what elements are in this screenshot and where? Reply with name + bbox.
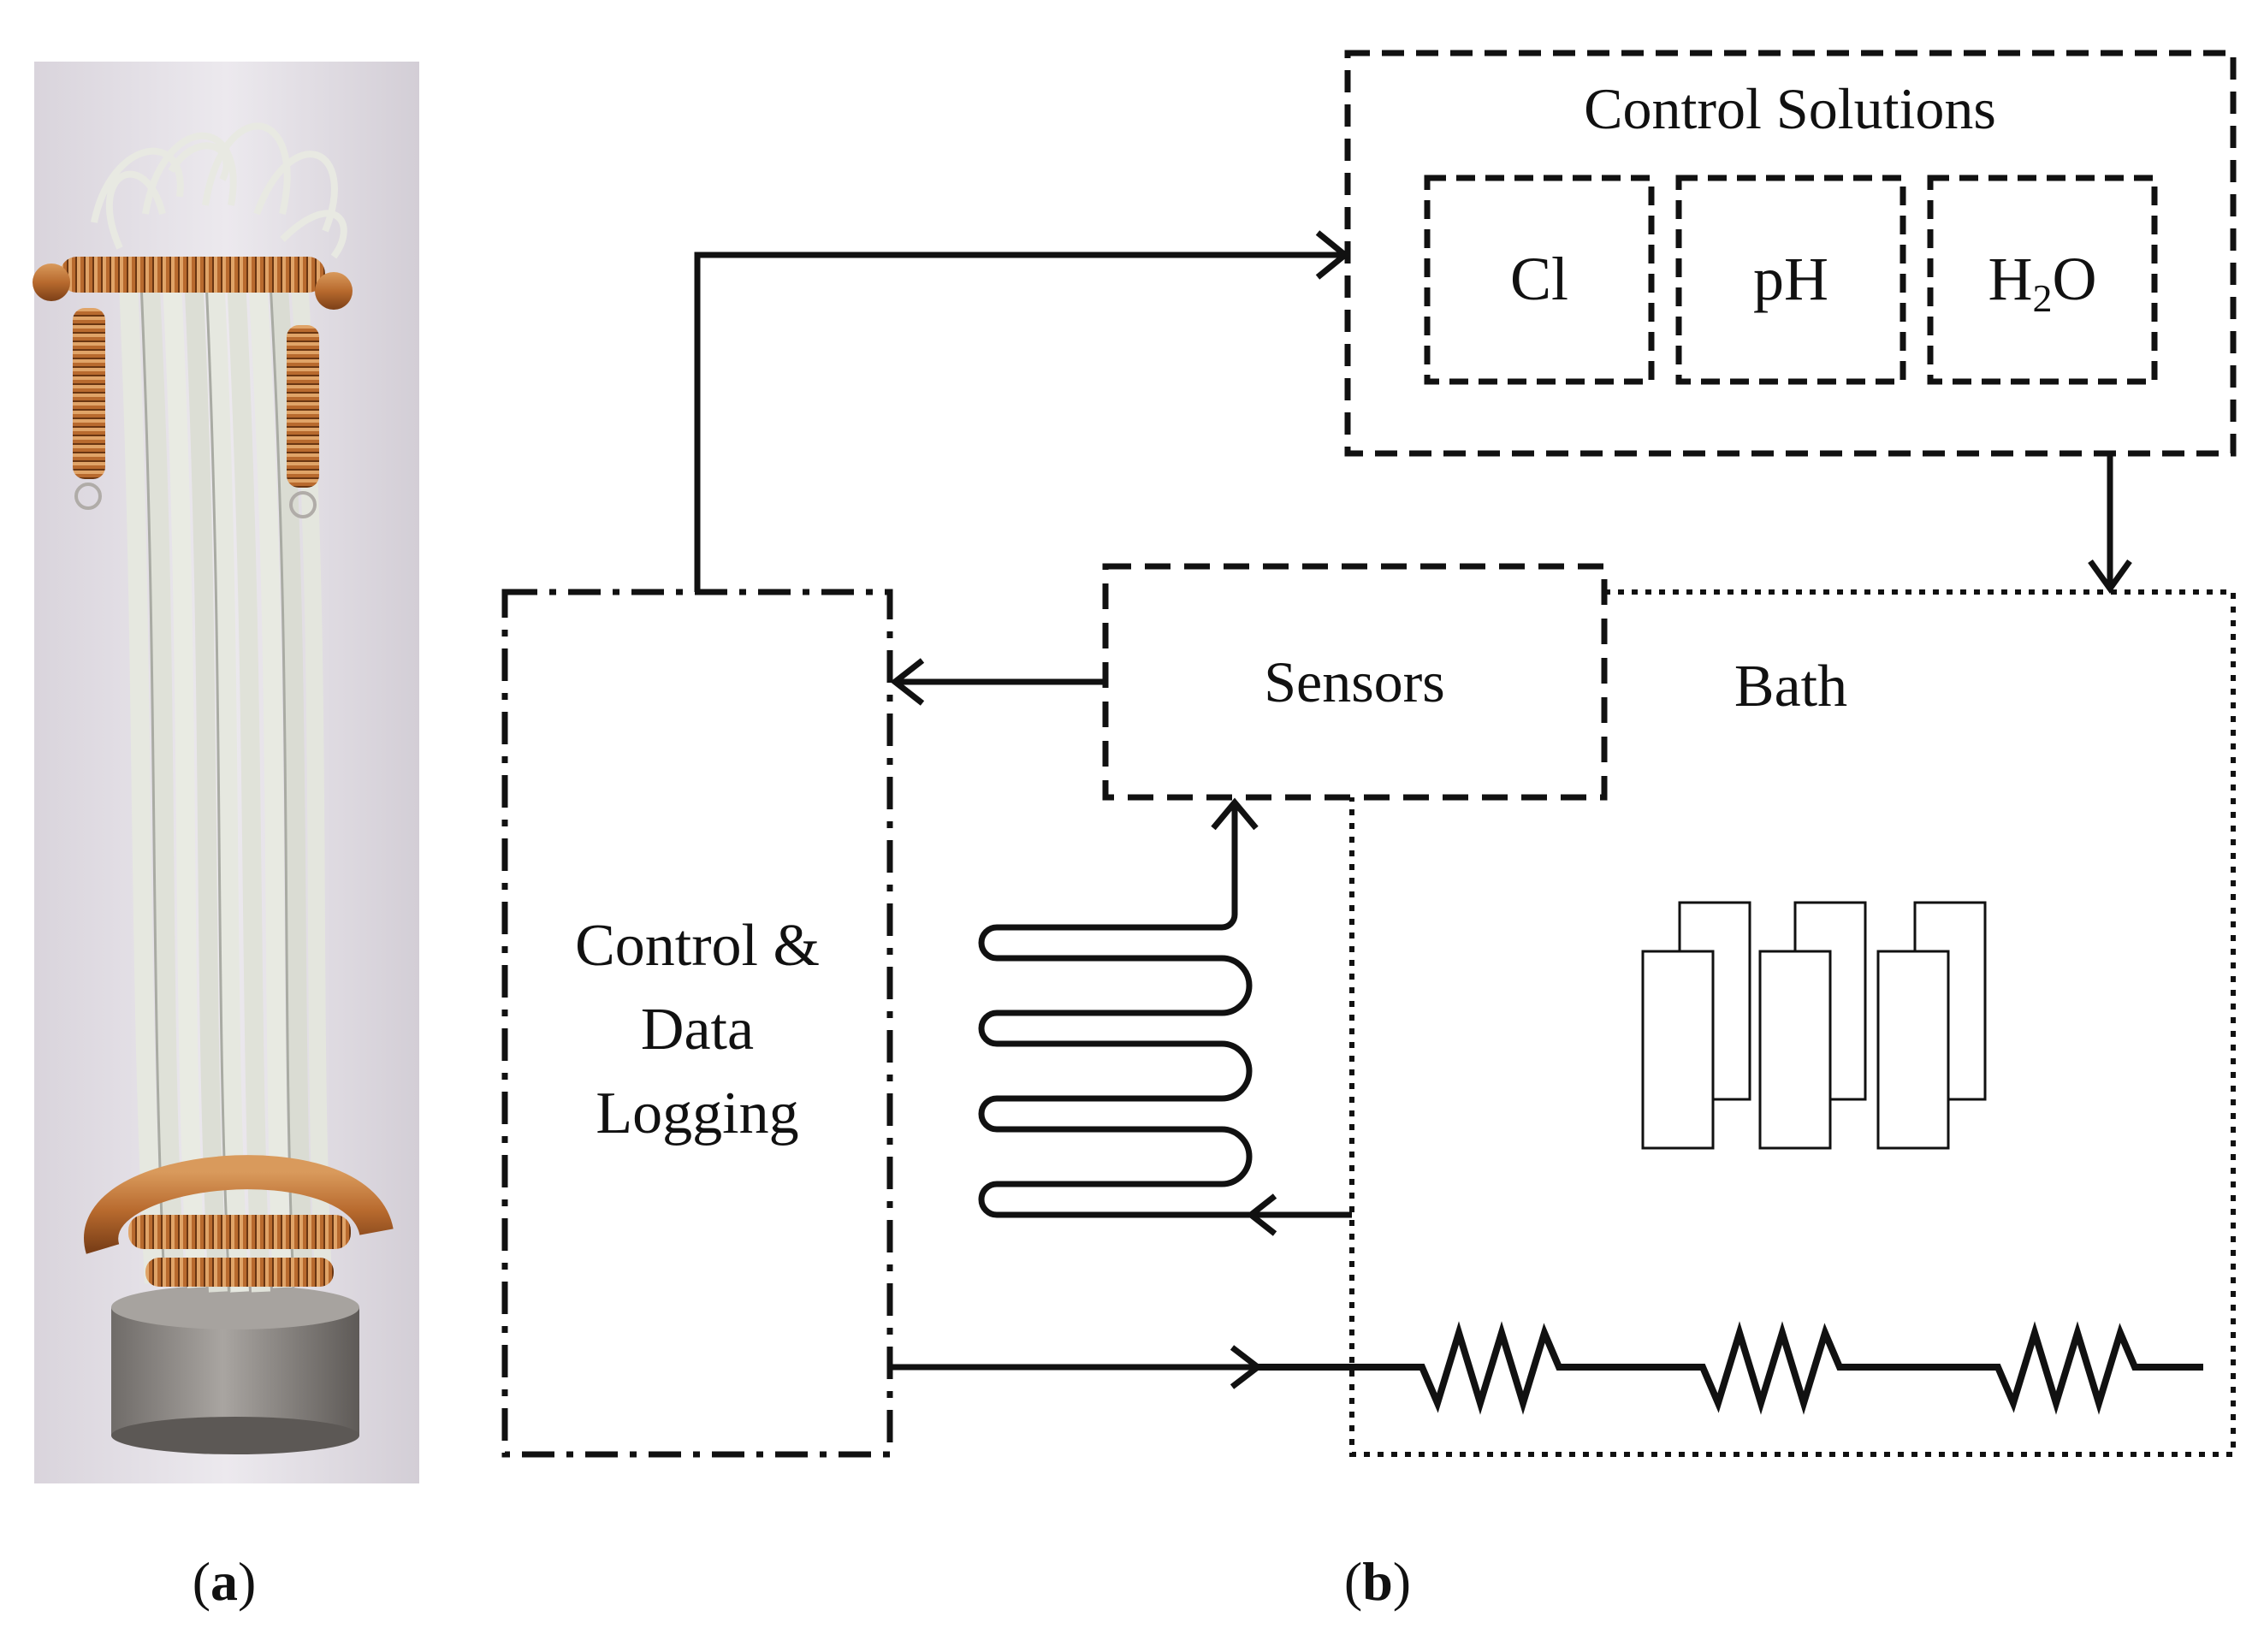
curled-strip-ends [91, 122, 347, 259]
sensors-label: Sensors [1264, 649, 1445, 714]
arrow-controller-to-solutions [694, 252, 1342, 592]
water-label: H2O [1988, 245, 2097, 320]
heater-resistors [1258, 1321, 2203, 1415]
cl-box [1424, 175, 1655, 385]
bath-box [1349, 589, 2236, 1457]
caption-b: (b) [1344, 1551, 1411, 1612]
panel-b-labels: Control Solutions Cl pH H2O Sensors Bath… [575, 76, 2096, 1612]
water-box [1927, 175, 2158, 385]
ph-label: pH [1753, 245, 1828, 313]
controller-line-2: Data [641, 997, 754, 1063]
steel-base [111, 1285, 359, 1454]
top-springs [33, 257, 353, 518]
bath-label: Bath [1734, 654, 1847, 719]
ph-box [1675, 175, 1906, 385]
control-solutions-title: Control Solutions [1584, 76, 1996, 141]
controller-line-1: Control & [575, 913, 820, 979]
caption-a: (a) [193, 1551, 257, 1612]
bottom-springs [84, 1155, 394, 1287]
serpentine-coil [978, 804, 1352, 1218]
panel-b-schematic [501, 50, 2237, 1458]
sample-strips [1641, 901, 1987, 1150]
cl-label: Cl [1510, 245, 1568, 313]
panel-a-photo [33, 62, 419, 1483]
controller-line-3: Logging [596, 1081, 798, 1146]
